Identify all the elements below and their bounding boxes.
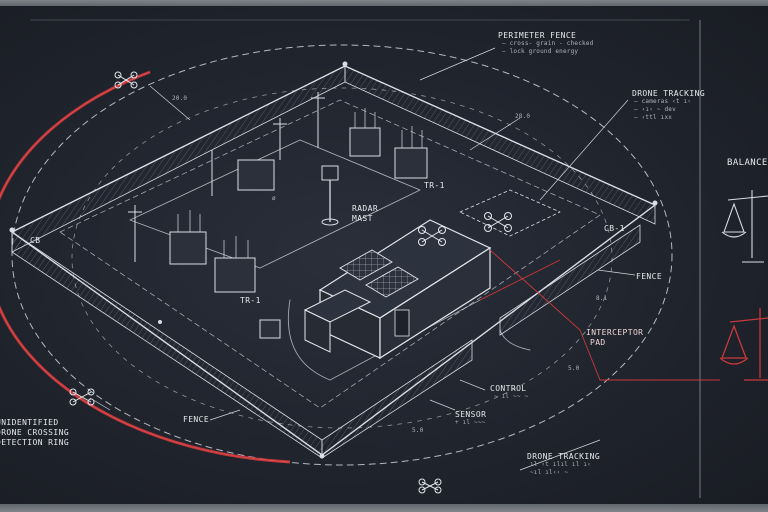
drone-tracking-bottom-note-2: ~ıl ıl‹‹ ~	[530, 469, 569, 476]
unidentified-label-2: DRONE CROSSING	[0, 428, 70, 437]
dim-bottom-right: 5.0	[568, 365, 580, 372]
dim-left: ø	[272, 195, 276, 202]
interceptor-callout	[479, 249, 720, 381]
sensor-label: SENSOR	[455, 410, 487, 419]
tr1-right-label: TR-1	[424, 181, 445, 190]
balance-label: BALANCE	[727, 158, 768, 168]
dim-top-left: 20.0	[172, 95, 188, 102]
dim-mid-right: 8.1	[596, 295, 608, 302]
transformer-icon	[169, 108, 428, 339]
balance-scale-icon	[719, 190, 768, 381]
perimeter-fence-label: PERIMETER FENCE	[498, 31, 577, 40]
unidentified-label-1: UNIDENTIFIED	[0, 418, 59, 427]
building-icon	[303, 219, 492, 360]
detection-ring	[0, 44, 673, 466]
control-label: CONTROL	[490, 384, 527, 393]
cb-left-label: CB	[30, 236, 41, 245]
paper-edge-bottom	[0, 504, 768, 512]
drone-tracking-top-note-3: – ‹ttl ıxx	[634, 114, 673, 121]
interceptor-pad-label-2: PAD	[590, 338, 606, 347]
fence-left-label: FENCE	[183, 415, 210, 424]
sensor-note: + ıl ~~~	[455, 419, 486, 426]
drone-tracking-top-note-1: – cameras ‹t ı‹	[634, 98, 692, 105]
frame-lines	[30, 19, 701, 498]
interceptor-pad-label-1: INTERCEPTOR	[586, 328, 644, 337]
solar-panel-icon	[339, 249, 419, 298]
interceptor-pad	[459, 189, 561, 237]
drone-tracking-top-label: DRONE TRACKING	[632, 89, 706, 98]
radar-mast-icon	[321, 165, 339, 226]
paper-edge-top	[0, 0, 768, 6]
perimeter-note-2: – lock ground energy	[502, 48, 579, 55]
radar-mast-label-2: MAST	[352, 214, 373, 223]
tr1-left-label: TR-1	[240, 296, 261, 305]
drone-tracking-bottom-label: DRONE TRACKING	[527, 452, 601, 461]
unidentified-label-3: DETECTION RING	[0, 438, 70, 447]
control-note: ~ ıl ~~ ~	[494, 393, 529, 400]
cb-right-label: CB-1	[604, 224, 625, 233]
drone-tracking-bottom-note-1: ıl ‹t ılıl ıl ı‹	[530, 461, 591, 468]
leader-lines	[89, 47, 636, 471]
perimeter-note-1: – cross- grain - checked	[502, 40, 594, 47]
fence-right-label: FENCE	[636, 272, 663, 281]
dim-top-right: 28.0	[515, 113, 531, 120]
dim-bottom-mid: 5.0	[412, 427, 424, 434]
perimeter-fence	[9, 61, 658, 459]
utility-poles	[128, 92, 325, 262]
radar-mast-label-1: RADAR	[352, 204, 379, 213]
drone-icon	[69, 71, 512, 494]
access-roads	[59, 99, 601, 409]
drone-tracking-top-note-2: – ‹ı‹ ~ dev	[634, 106, 676, 113]
